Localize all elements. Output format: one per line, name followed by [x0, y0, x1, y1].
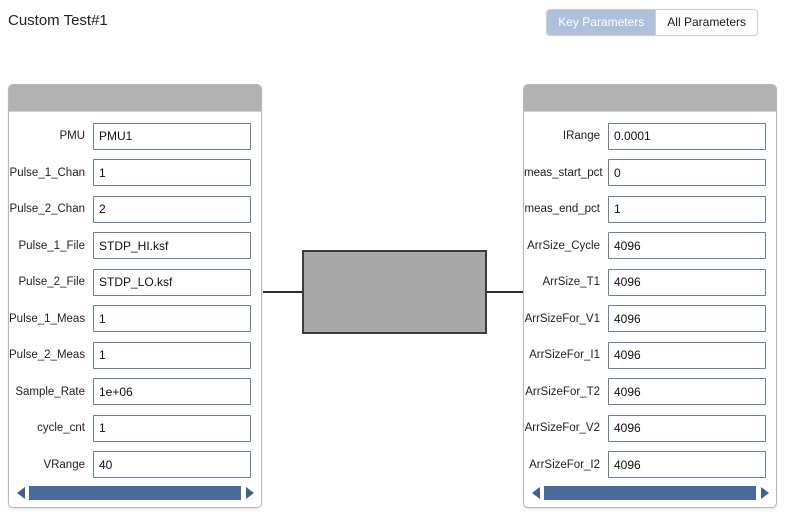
left-panel-header [9, 85, 261, 112]
right-panel-horizontal-scrollbar[interactable] [529, 484, 771, 501]
input-cycle-cnt[interactable] [93, 414, 251, 442]
input-meas-start-pct[interactable] [608, 159, 766, 187]
input-meas-end-pct[interactable] [608, 195, 766, 223]
triangle-left-icon[interactable] [14, 485, 27, 500]
field-row-arrsizefor-t2: ArrSizeFor_T2 [524, 374, 776, 411]
label-pulse-1-meas: Pulse_1_Meas [9, 312, 86, 325]
field-row-irange: IRange [524, 118, 776, 155]
left-scroll-thumb[interactable] [29, 485, 241, 500]
input-arrsizefor-i2[interactable] [608, 451, 766, 479]
tab-all-parameters[interactable]: All Parameters [656, 10, 757, 35]
input-pulse-1-file[interactable] [93, 232, 251, 260]
field-row-arrsizefor-i1: ArrSizeFor_I1 [524, 337, 776, 374]
input-pulse-2-meas[interactable] [93, 341, 251, 369]
field-row-arrsizefor-v1: ArrSizeFor_V1 [524, 301, 776, 338]
left-parameter-panel: PMU Pulse_1_Chan Pulse_2_Chan Pulse_1_Fi… [8, 84, 262, 508]
label-pmu: PMU [59, 130, 85, 143]
label-arrsize-t1: ArrSize_T1 [542, 276, 600, 289]
input-sample-rate[interactable] [93, 378, 251, 406]
field-row-pulse-2-chan: Pulse_2_Chan [9, 191, 261, 228]
label-meas-start-pct: meas_start_pct [524, 166, 603, 179]
label-arrsizefor-v1: ArrSizeFor_V1 [524, 312, 600, 325]
field-row-meas-start-pct: meas_start_pct [524, 155, 776, 192]
field-row-arrsize-t1: ArrSize_T1 [524, 264, 776, 301]
label-pulse-2-file: Pulse_2_File [18, 276, 85, 289]
input-pmu[interactable] [93, 122, 251, 150]
right-panel-header [524, 85, 776, 112]
input-vrange[interactable] [93, 451, 251, 479]
page-title: Custom Test#1 [8, 12, 108, 29]
left-scroll-track[interactable] [29, 485, 241, 500]
left-panel-horizontal-scrollbar[interactable] [14, 484, 256, 501]
tab-key-parameters[interactable]: Key Parameters [547, 10, 656, 35]
field-row-arrsizefor-i2: ArrSizeFor_I2 [524, 447, 776, 484]
field-row-arrsize-cycle: ArrSize_Cycle [524, 228, 776, 265]
right-panel-field-list: IRange meas_start_pct meas_end_pct ArrSi… [524, 112, 776, 491]
label-arrsizefor-i2: ArrSizeFor_I2 [529, 458, 600, 471]
label-arrsizefor-v2: ArrSizeFor_V2 [524, 422, 600, 435]
input-arrsizefor-v2[interactable] [608, 414, 766, 442]
label-vrange: VRange [43, 458, 85, 471]
right-scroll-track[interactable] [544, 485, 756, 500]
right-scroll-thumb[interactable] [544, 485, 756, 500]
field-row-pulse-2-file: Pulse_2_File [9, 264, 261, 301]
field-row-meas-end-pct: meas_end_pct [524, 191, 776, 228]
field-row-sample-rate: Sample_Rate [9, 374, 261, 411]
input-arrsizefor-i1[interactable] [608, 341, 766, 369]
label-sample-rate: Sample_Rate [15, 385, 85, 398]
input-pulse-1-chan[interactable] [93, 159, 251, 187]
label-cycle-cnt: cycle_cnt [37, 422, 85, 435]
field-row-arrsizefor-v2: ArrSizeFor_V2 [524, 410, 776, 447]
field-row-cycle-cnt: cycle_cnt [9, 410, 261, 447]
right-parameter-panel: IRange meas_start_pct meas_end_pct ArrSi… [523, 84, 777, 508]
triangle-right-icon[interactable] [243, 485, 256, 500]
input-arrsizefor-v1[interactable] [608, 305, 766, 333]
label-irange: IRange [562, 130, 600, 143]
field-row-pulse-1-file: Pulse_1_File [9, 228, 261, 265]
label-pulse-1-file: Pulse_1_File [18, 239, 85, 252]
label-pulse-1-chan: Pulse_1_Chan [9, 166, 85, 179]
field-row-pulse-1-meas: Pulse_1_Meas [9, 301, 261, 338]
parameter-view-tab-group: Key Parameters All Parameters [546, 9, 758, 36]
input-pulse-2-file[interactable] [93, 268, 251, 296]
input-irange[interactable] [608, 122, 766, 150]
connector-line-left [263, 291, 303, 293]
label-pulse-2-chan: Pulse_2_Chan [9, 203, 85, 216]
triangle-left-icon[interactable] [529, 485, 542, 500]
input-arrsize-t1[interactable] [608, 268, 766, 296]
triangle-right-icon[interactable] [758, 485, 771, 500]
label-arrsizefor-t2: ArrSizeFor_T2 [525, 385, 600, 398]
label-arrsizefor-i1: ArrSizeFor_I1 [529, 349, 600, 362]
tab-separator [655, 10, 657, 35]
input-arrsizefor-t2[interactable] [608, 378, 766, 406]
input-pulse-1-meas[interactable] [93, 305, 251, 333]
input-pulse-2-chan[interactable] [93, 195, 251, 223]
label-arrsize-cycle: ArrSize_Cycle [527, 239, 600, 252]
field-row-pulse-1-chan: Pulse_1_Chan [9, 155, 261, 192]
label-meas-end-pct: meas_end_pct [524, 203, 600, 216]
left-panel-field-list: PMU Pulse_1_Chan Pulse_2_Chan Pulse_1_Fi… [9, 112, 261, 491]
field-row-pmu: PMU [9, 118, 261, 155]
label-pulse-2-meas: Pulse_2_Meas [9, 349, 86, 362]
field-row-pulse-2-meas: Pulse_2_Meas [9, 337, 261, 374]
connector-line-right [487, 291, 524, 293]
input-arrsize-cycle[interactable] [608, 232, 766, 260]
field-row-vrange: VRange [9, 447, 261, 484]
device-under-test-block[interactable] [302, 250, 487, 334]
